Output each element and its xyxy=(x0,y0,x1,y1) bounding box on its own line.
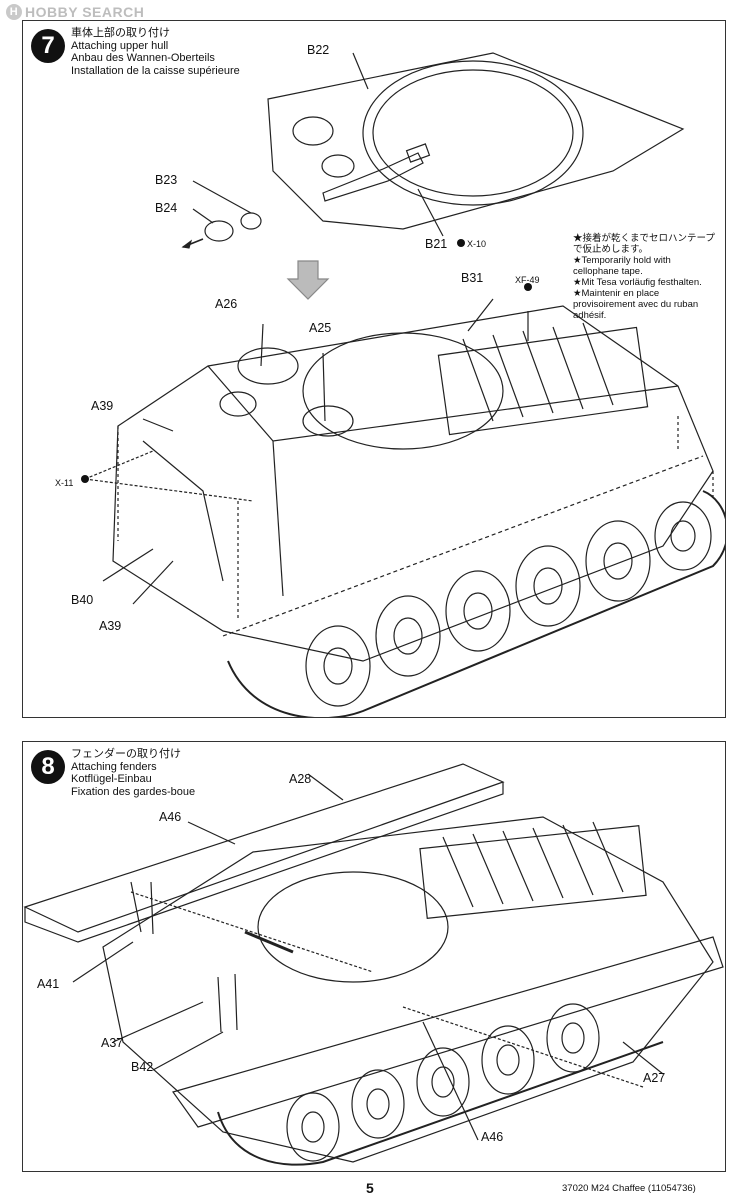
step-7-title-fr: Installation de la caisse supérieure xyxy=(71,64,240,77)
step-7-number-badge: 7 xyxy=(31,29,65,63)
label-a26: A26 xyxy=(215,297,238,311)
note-line: ★Mit Tesa vorläufig festhalten. xyxy=(573,277,702,288)
label-b42: B42 xyxy=(131,1060,154,1074)
turret-ring-step8 xyxy=(257,871,449,983)
step-8-title-fr: Fixation des gardes-boue xyxy=(71,785,196,798)
label-a39-top: A39 xyxy=(91,399,114,413)
label-a39-bottom: A39 xyxy=(99,619,122,633)
note-line: ★Temporarily hold with xyxy=(573,255,671,266)
step-8-titles: フェンダーの取り付け Attaching fenders Kotflügel-E… xyxy=(71,748,195,798)
label-a37: A37 xyxy=(101,1036,124,1050)
paint-dot-icon xyxy=(81,475,89,483)
label-a25: A25 xyxy=(309,321,332,335)
tow-bracket-a41 xyxy=(130,881,154,935)
step-8-number-badge: 8 xyxy=(31,750,65,784)
label-x10: X-10 xyxy=(467,239,487,249)
note-line: adhésif. xyxy=(573,310,607,321)
track-step7 xyxy=(227,490,725,717)
note-line: provisoirement avec du ruban xyxy=(573,299,699,310)
step-7-panel: 7 車体上部の取り付け Attaching upper hull Anbau d… xyxy=(22,20,726,718)
label-b22: B22 xyxy=(307,43,330,57)
ball-mount-b24 xyxy=(204,220,234,242)
step-8-assembly-drawing xyxy=(23,763,724,1166)
watermark-logo: H HOBBY SEARCH xyxy=(6,4,144,20)
turret-ring-b22 xyxy=(362,60,584,206)
upper-hull-plate-b22 xyxy=(267,52,685,230)
page-number: 5 xyxy=(366,1180,374,1196)
hobby-search-logo-icon: H xyxy=(6,4,22,20)
step-8-title-de: Kotflügel-Einbau xyxy=(71,773,152,785)
step-7-title-ja: 車体上部の取り付け xyxy=(71,27,170,39)
label-a46-top: A46 xyxy=(159,810,182,824)
bracket-a37 xyxy=(217,973,238,1033)
note-line: ★接着が乾くまでセロハンテープ xyxy=(573,233,715,244)
step-7-title-en: Attaching upper hull xyxy=(71,39,169,52)
footer-kit-code: 37020 M24 Chaffee (11054736) xyxy=(562,1183,696,1194)
step-7-assembly-drawing xyxy=(81,52,725,717)
note-line: cellophane tape. xyxy=(573,266,643,277)
paint-dot-icon xyxy=(524,283,532,291)
track-step8 xyxy=(217,1041,664,1166)
right-fender-a27 xyxy=(172,936,724,1128)
label-x11: X-11 xyxy=(55,478,74,488)
step-8-panel: 8 フェンダーの取り付け Attaching fenders Kotflügel… xyxy=(22,741,726,1172)
label-b21: B21 xyxy=(425,237,448,251)
pipe-a46 xyxy=(244,930,294,954)
label-a28: A28 xyxy=(289,772,312,786)
label-a46-bottom: A46 xyxy=(481,1130,504,1144)
note-line: で仮止めします。 xyxy=(573,244,649,255)
watermark-text: HOBBY SEARCH xyxy=(25,4,145,20)
label-b23: B23 xyxy=(155,173,178,187)
road-wheels-step8 xyxy=(286,1003,600,1162)
step-8-title-ja: フェンダーの取り付け xyxy=(71,748,181,760)
label-b24: B24 xyxy=(155,201,178,215)
ball-mount-b23 xyxy=(240,212,262,230)
step-8-title-en: Attaching fenders xyxy=(71,760,157,773)
road-wheels-step7 xyxy=(305,501,712,707)
bow-machine-gun-b21 xyxy=(322,152,424,202)
label-b40: B40 xyxy=(71,593,94,607)
turret-ring-hull xyxy=(302,332,504,450)
paint-dot-icon xyxy=(457,239,465,247)
tape-note: ★接着が乾くまでセロハンテープ で仮止めします。 ★Temporarily ho… xyxy=(573,233,723,321)
label-xf49: XF-49 xyxy=(515,275,540,285)
label-a27: A27 xyxy=(643,1071,666,1085)
hull-step8 xyxy=(102,816,714,1163)
step-7-title-de: Anbau des Wannen-Oberteils xyxy=(71,52,215,64)
assembly-arrow-icon xyxy=(286,260,330,300)
lower-hull-body xyxy=(112,305,714,662)
step-7-titles: 車体上部の取り付け Attaching upper hull Anbau des… xyxy=(71,27,240,77)
note-line: ★Maintenir en place xyxy=(573,288,660,299)
label-b31: B31 xyxy=(461,271,484,285)
label-a41: A41 xyxy=(37,977,60,991)
